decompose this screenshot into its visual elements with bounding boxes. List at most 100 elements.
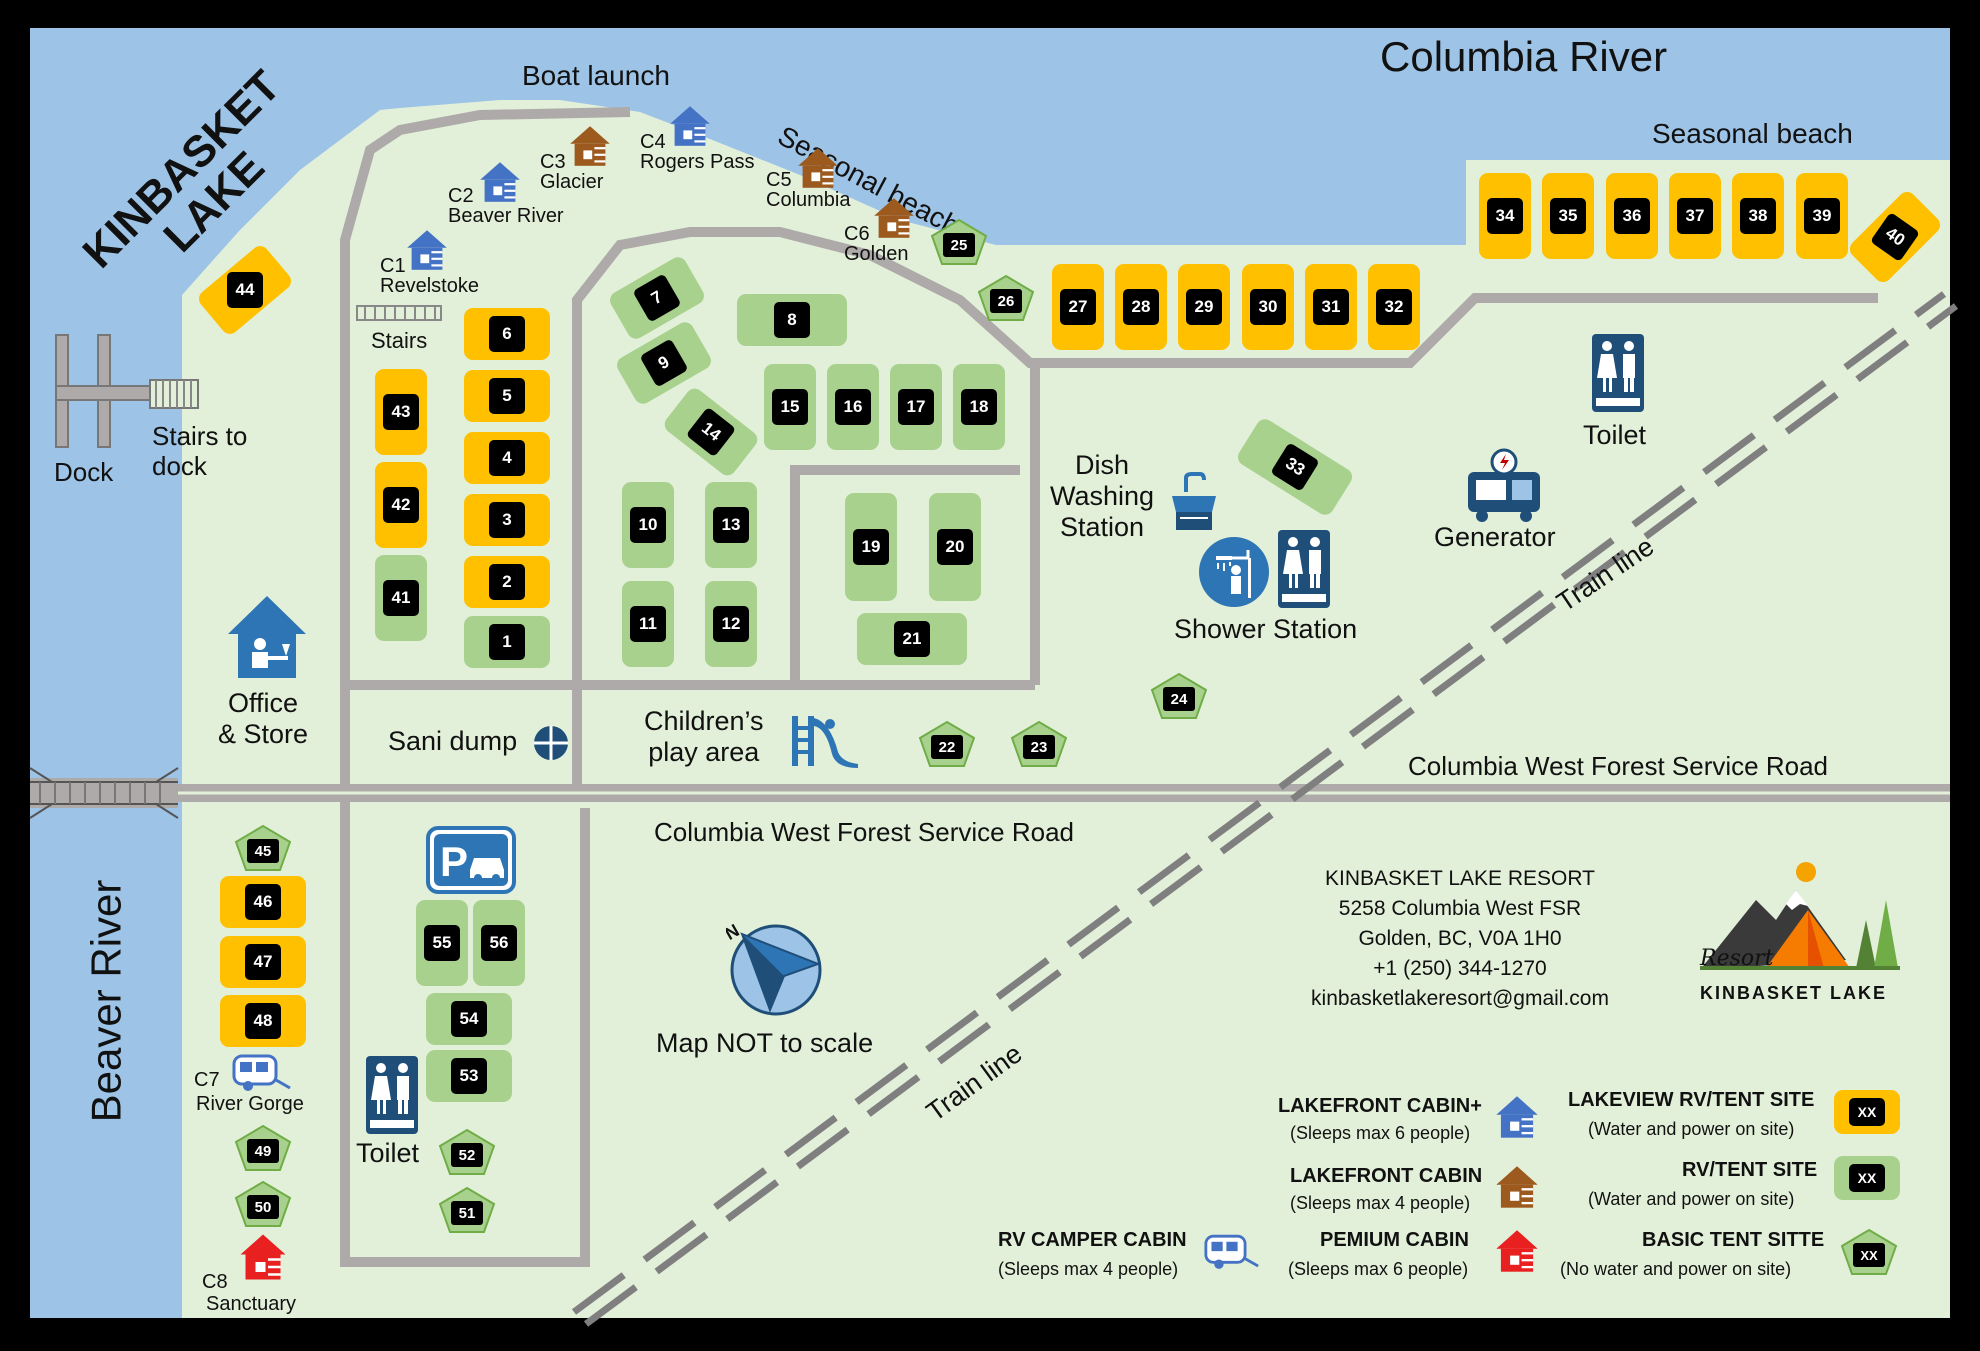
stairs-to-dock-label: Stairs to dock — [152, 421, 248, 481]
cabin-plus-icon — [1496, 1096, 1538, 1138]
legend-sub: (Sleeps max 6 people) — [1288, 1259, 1469, 1279]
site-39[interactable]: 39 — [1796, 173, 1848, 259]
site-42[interactable]: 42 — [375, 462, 427, 548]
site-22[interactable]: 22 — [918, 720, 976, 768]
site-16[interactable]: 16 — [827, 364, 879, 450]
site-28[interactable]: 28 — [1115, 264, 1167, 350]
site-1[interactable]: 1 — [464, 616, 550, 668]
compass-icon: N — [726, 920, 822, 1016]
site-20[interactable]: 20 — [929, 493, 981, 601]
site-52[interactable]: 52 — [438, 1128, 496, 1176]
site-11[interactable]: 11 — [622, 581, 674, 667]
legend-title: RV CAMPER CABIN — [998, 1229, 1187, 1251]
toilet-label-east: Toilet — [1583, 420, 1647, 450]
site-27[interactable]: 27 — [1052, 264, 1104, 350]
site-43[interactable]: 43 — [375, 369, 427, 455]
resort-info: KINBASKET LAKE RESORT 5258 Columbia West… — [1260, 864, 1660, 1014]
site-48[interactable]: 48 — [220, 995, 306, 1047]
site-13[interactable]: 13 — [705, 482, 757, 568]
cabin-icon — [670, 106, 710, 146]
resort-city: Golden, BC, V0A 1H0 — [1358, 927, 1562, 950]
sani-dump-label: Sani dump — [388, 726, 518, 756]
logo-name: KINBASKET LAKE — [1700, 983, 1888, 1003]
stairs-label: Stairs — [371, 328, 428, 353]
cabin-icon — [570, 126, 610, 166]
restroom-icon[interactable] — [1278, 530, 1330, 608]
legend-title: LAKEFRONT CABIN — [1290, 1165, 1483, 1187]
site-29[interactable]: 29 — [1178, 264, 1230, 350]
site-19[interactable]: 19 — [845, 493, 897, 601]
roads — [340, 107, 1878, 1267]
parking-car-icon[interactable]: P — [426, 826, 516, 894]
logo-script: Resort — [1700, 946, 1774, 971]
slide-icon[interactable] — [790, 712, 860, 768]
site-25[interactable]: 25 — [930, 218, 988, 266]
sink-icon[interactable] — [1170, 472, 1218, 530]
site-8[interactable]: 8 — [737, 294, 847, 346]
generator-icon[interactable] — [1464, 448, 1544, 524]
cabin-code: C8 — [202, 1271, 228, 1293]
site-49[interactable]: 49 — [234, 1124, 292, 1172]
site-31[interactable]: 31 — [1305, 264, 1357, 350]
rv-camper-icon — [232, 1054, 291, 1091]
seasonal-beach-label-east: Seasonal beach — [1652, 118, 1853, 149]
site-54[interactable]: 54 — [426, 993, 512, 1045]
site-24[interactable]: 24 — [1150, 672, 1208, 720]
site-50[interactable]: 50 — [234, 1180, 292, 1228]
site-45[interactable]: 45 — [234, 824, 292, 872]
map-note-label: Map NOT to scale — [656, 1028, 874, 1058]
cabin-code: C4 — [640, 131, 666, 153]
site-3[interactable]: 3 — [464, 494, 550, 546]
site-17[interactable]: 17 — [890, 364, 942, 450]
dock-label: Dock — [54, 457, 114, 487]
site-23[interactable]: 23 — [1010, 720, 1068, 768]
shower-icon[interactable] — [1198, 536, 1270, 608]
site-6[interactable]: 6 — [464, 308, 550, 360]
site-37[interactable]: 37 — [1669, 173, 1721, 259]
cabin-code: C1 — [380, 255, 406, 277]
site-5[interactable]: 5 — [464, 370, 550, 422]
legend-swatch: XX — [1834, 1156, 1900, 1200]
cabin-name: Rogers Pass — [640, 151, 755, 173]
site-46[interactable]: 46 — [220, 876, 306, 928]
cabin-icon — [1496, 1166, 1538, 1208]
site-55[interactable]: 55 — [416, 900, 468, 986]
resort-phone[interactable]: +1 (250) 344-1270 — [1373, 957, 1547, 980]
cabin-icon — [480, 162, 520, 202]
site-30[interactable]: 30 — [1242, 264, 1294, 350]
site-47[interactable]: 47 — [220, 936, 306, 988]
site-53[interactable]: 53 — [426, 1050, 512, 1102]
cabin-icon — [407, 230, 447, 270]
site-38[interactable]: 38 — [1732, 173, 1784, 259]
beaver-river-label: Beaver River — [82, 879, 130, 1123]
legend-title: BASIC TENT SITTE — [1642, 1229, 1825, 1251]
site-10[interactable]: 10 — [622, 482, 674, 568]
toilet-label-south: Toilet — [356, 1138, 420, 1168]
site-32[interactable]: 32 — [1368, 264, 1420, 350]
site-56[interactable]: 56 — [473, 900, 525, 986]
site-34[interactable]: 34 — [1479, 173, 1531, 259]
site-35[interactable]: 35 — [1542, 173, 1594, 259]
site-2[interactable]: 2 — [464, 556, 550, 608]
cabin-icon — [874, 198, 914, 238]
site-26[interactable]: 26 — [977, 274, 1035, 322]
legend-sub: (Sleeps max 6 people) — [1290, 1123, 1471, 1143]
legend-sub: (Water and power on site) — [1588, 1119, 1795, 1139]
site-15[interactable]: 15 — [764, 364, 816, 450]
site-4[interactable]: 4 — [464, 432, 550, 484]
site-21[interactable]: 21 — [857, 613, 967, 665]
site-41[interactable]: 41 — [375, 555, 427, 641]
site-12[interactable]: 12 — [705, 581, 757, 667]
legend-title: LAKEFRONT CABIN+ — [1278, 1095, 1482, 1117]
office-house-icon[interactable] — [226, 594, 308, 680]
restroom-icon-east[interactable] — [1592, 334, 1644, 412]
site-18[interactable]: 18 — [953, 364, 1005, 450]
resort-email[interactable]: kinbasketlakeresort@gmail.com — [1311, 987, 1609, 1010]
restroom-icon-south[interactable] — [366, 1056, 418, 1134]
train-line — [571, 291, 1959, 1327]
site-36[interactable]: 36 — [1606, 173, 1658, 259]
crosshair-icon[interactable] — [532, 724, 570, 762]
cabin-icon — [798, 148, 838, 188]
site-51[interactable]: 51 — [438, 1186, 496, 1234]
